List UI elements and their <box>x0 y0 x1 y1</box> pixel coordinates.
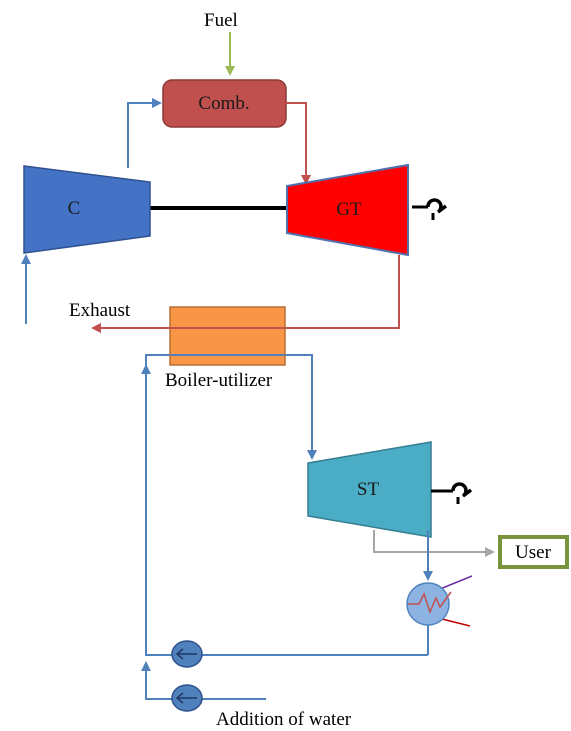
makeup-pump-icon <box>171 684 203 712</box>
water-label: Addition of water <box>216 709 352 730</box>
compressed-air-line <box>127 98 162 168</box>
st-generator-icon <box>431 482 473 504</box>
user-box <box>498 535 569 569</box>
feed-pump-icon <box>171 640 203 668</box>
generator-icon <box>412 198 448 220</box>
gas-turbine-label: GT <box>336 199 362 220</box>
user-label: User <box>515 542 552 563</box>
boiler-utilizer <box>169 306 286 366</box>
steam-turbine-label: ST <box>357 479 380 500</box>
compressor <box>23 165 151 254</box>
combustor-label: Comb. <box>198 93 249 114</box>
condenser-icon <box>406 575 473 627</box>
exhaust-label: Exhaust <box>69 300 131 321</box>
makeup-water-line <box>141 661 266 700</box>
fuel-label: Fuel <box>204 10 238 31</box>
steam-to-user-line <box>373 530 495 557</box>
compressor-label: C <box>68 198 81 219</box>
boiler-label: Boiler-utilizer <box>165 370 273 391</box>
steam-turbine <box>307 441 432 538</box>
hot-gas-line <box>286 102 311 185</box>
gas-turbine <box>286 163 409 257</box>
